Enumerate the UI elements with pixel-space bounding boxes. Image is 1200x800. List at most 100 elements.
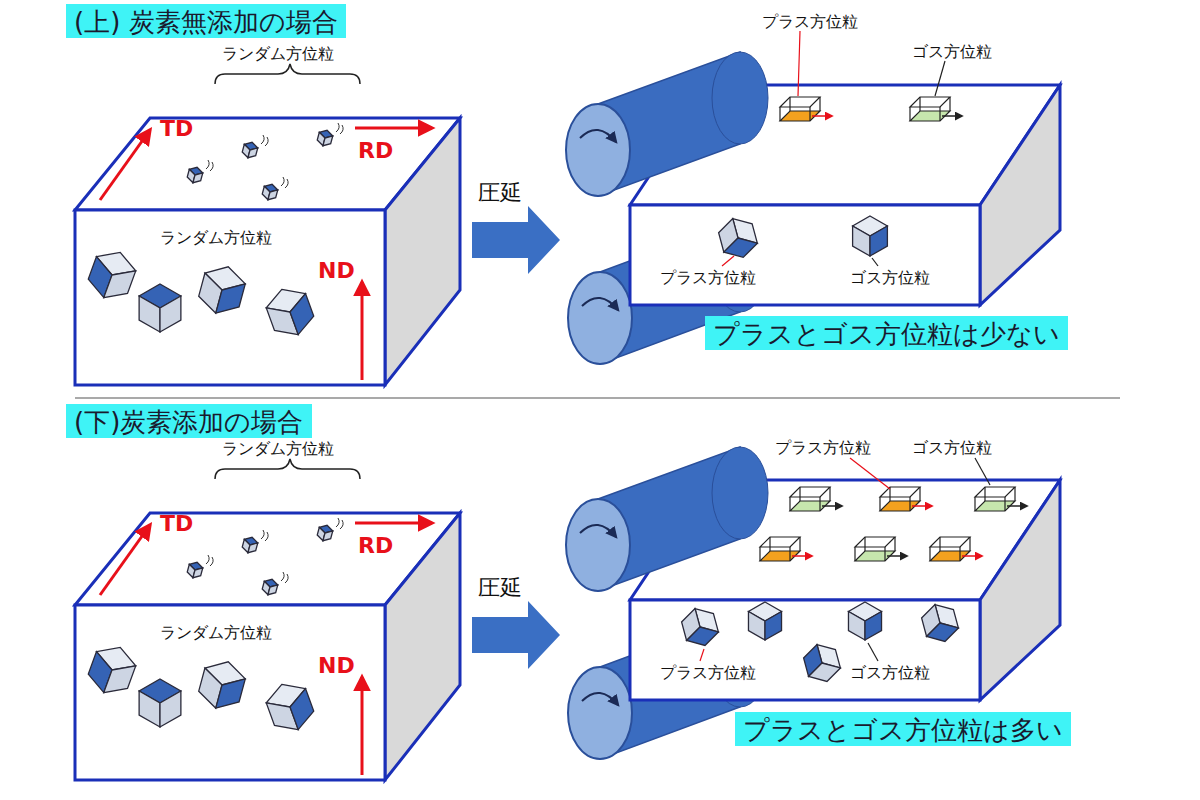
roll-back-end <box>712 447 768 539</box>
leader-line <box>872 258 878 266</box>
block-front-face <box>75 605 385 780</box>
rolling-direction-arrow <box>912 505 932 507</box>
rotation-mark <box>261 530 268 541</box>
rolling-direction-arrow <box>962 555 982 557</box>
rotation-arrow <box>580 525 616 537</box>
grain-edge <box>919 97 920 111</box>
band-text: (上) 炭素無添加の場合 <box>74 7 338 37</box>
rolled-grain <box>780 97 832 121</box>
axis-label: ND <box>318 258 355 284</box>
grain-edge <box>1014 487 1015 501</box>
grain-edge <box>939 537 940 551</box>
grain-cube <box>853 216 888 256</box>
grain-edge <box>809 107 810 121</box>
cube-face <box>160 296 181 332</box>
rolling-direction-arrow <box>822 505 842 507</box>
roll <box>566 447 768 591</box>
rolling-arrow <box>472 206 560 274</box>
cube-face <box>160 691 181 727</box>
grain-edge <box>1004 497 1005 511</box>
grain-edge <box>759 547 760 561</box>
grain-edge <box>959 547 960 561</box>
callout-label: プラス方位粒 <box>762 12 858 31</box>
cube-face <box>216 278 245 318</box>
grain-cube <box>84 245 140 304</box>
cube-face <box>286 294 318 335</box>
rolled-grain <box>855 537 907 561</box>
grain-edge <box>969 537 970 551</box>
rotation-mark <box>261 135 268 146</box>
rolling-direction-arrow <box>812 115 832 117</box>
cube-face <box>724 231 758 265</box>
cube-face <box>268 188 278 201</box>
grain-edge <box>879 497 880 511</box>
cube-face <box>865 612 882 641</box>
band-text: (下)炭素添加の場合 <box>74 407 303 437</box>
rolling-direction-arrow <box>792 555 812 557</box>
cube-face <box>809 656 841 688</box>
cube-face <box>193 171 203 184</box>
rolled-grain <box>975 487 1027 511</box>
axis-label: RD <box>358 138 393 164</box>
grain-cube <box>848 602 881 640</box>
cube-face <box>853 226 870 256</box>
rd-arrow <box>355 127 432 130</box>
grain-top <box>780 97 820 107</box>
rolled-grain <box>790 487 842 511</box>
grain-cube <box>748 602 781 640</box>
roll-front-end <box>568 272 632 364</box>
grain-edge <box>819 497 820 511</box>
grain-cube <box>261 182 279 201</box>
roll-front-end <box>568 667 632 759</box>
callout-label: ゴス方位粒 <box>850 663 930 682</box>
face-label: ランダム方位粒 <box>160 228 272 247</box>
grain-edge <box>769 537 770 551</box>
rd-arrow <box>355 522 432 525</box>
grain-edge <box>929 547 930 561</box>
cube-face <box>870 226 887 256</box>
grain-cube <box>186 560 204 579</box>
rotation-mark <box>336 123 343 134</box>
axis-label: TD <box>160 511 193 537</box>
rolled-grain <box>880 487 932 511</box>
grain-top <box>760 537 800 547</box>
grain-edge <box>799 537 800 551</box>
grain-cube <box>196 656 249 713</box>
face-label: ランダム方位粒 <box>160 623 272 642</box>
grain-edge <box>789 497 790 511</box>
panel-separator <box>75 397 1120 398</box>
grain-edge <box>864 537 865 551</box>
highlight-band: (上) 炭素無添加の場合 <box>66 4 346 38</box>
leader-line <box>975 458 990 485</box>
leader-line <box>700 649 704 661</box>
grain-cube <box>261 577 279 596</box>
grain-cube <box>797 638 847 688</box>
grain-edge <box>829 487 830 501</box>
rolling-direction-arrow <box>887 555 907 557</box>
grain-cube <box>139 679 181 727</box>
rolled-side-face <box>980 480 1060 700</box>
roll-front-end <box>566 499 630 591</box>
rotation-mark <box>281 572 288 583</box>
grain-cube <box>915 598 965 648</box>
panel-illustration <box>75 31 1060 385</box>
callout-label: ゴス方位粒 <box>850 268 930 287</box>
rotation-mark <box>206 160 213 171</box>
grain-edge <box>984 487 985 501</box>
grain-cube <box>316 128 334 147</box>
grain-edge <box>854 547 855 561</box>
cube-face <box>248 541 258 554</box>
grain-top <box>790 487 830 497</box>
rotation-mark <box>206 555 213 566</box>
grain-top <box>975 487 1015 497</box>
cube-face <box>139 296 160 332</box>
block-front-face <box>75 210 385 385</box>
grain-cube <box>262 282 318 341</box>
grain-cube <box>241 140 259 159</box>
rolling-arrow <box>472 601 560 669</box>
leader-line <box>850 458 890 489</box>
rolled-grain <box>760 537 812 561</box>
grain-edge <box>919 487 920 501</box>
